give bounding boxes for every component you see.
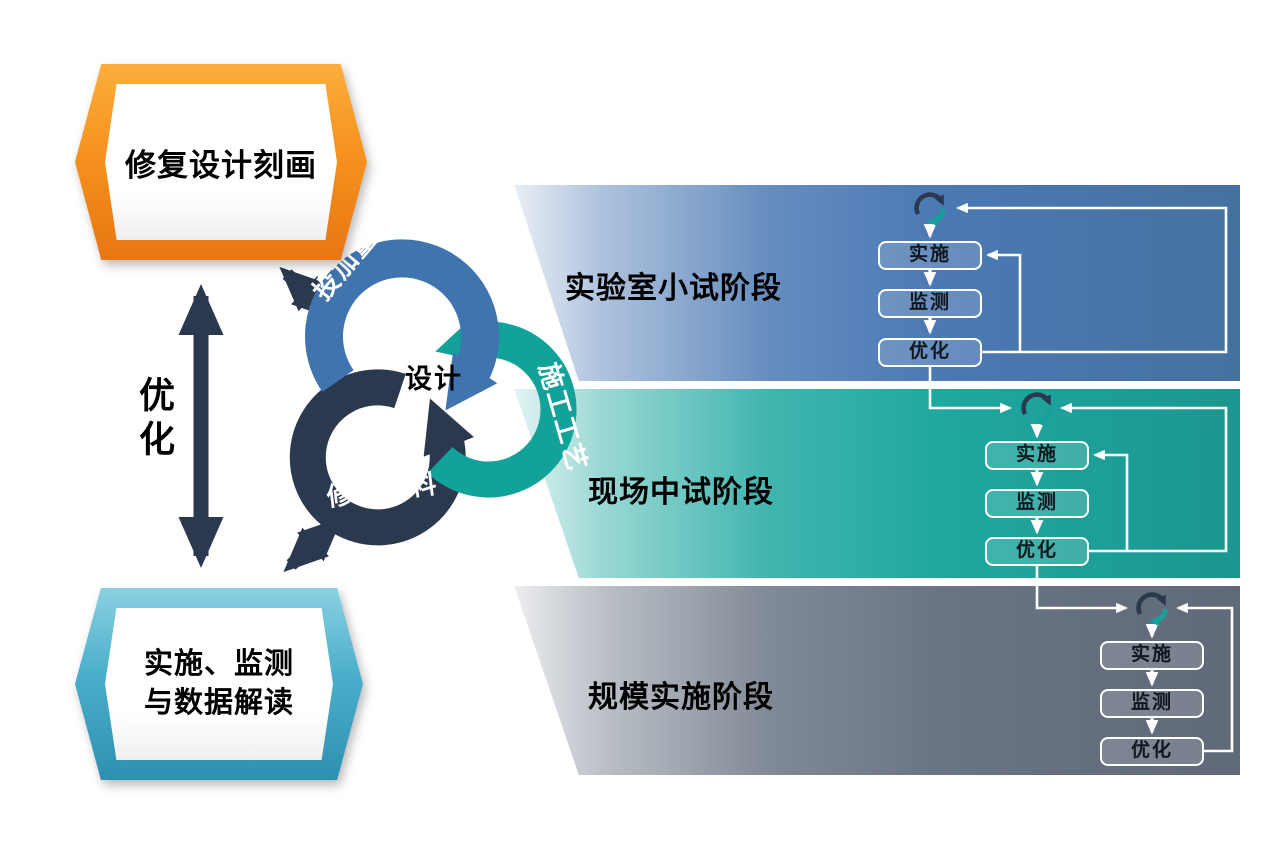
- stage2-cycle-icon: [1021, 392, 1053, 426]
- stage-label-full-scale: 规模实施阶段: [588, 681, 774, 714]
- implementation-monitoring-label-line2: 与数据解读: [143, 687, 294, 719]
- stage-band-pilot-test: 现场中试阶段: [514, 389, 1240, 578]
- stage-label-lab-test: 实验室小试阶段: [565, 272, 782, 305]
- dosage-arc-icon: [305, 239, 499, 411]
- implementation-monitoring-box: 实施、监测 与数据解读: [75, 588, 363, 780]
- process-arc-icon: [427, 311, 577, 498]
- stage-band-lab-test: 实验室小试阶段: [514, 185, 1240, 381]
- stage-band-full-scale: 规模实施阶段: [514, 586, 1240, 775]
- stage3-step-implement: 实施: [1100, 641, 1204, 670]
- stage2-step-monitor: 监测: [985, 489, 1089, 518]
- stage3-step-optimize: 优化: [1100, 737, 1204, 766]
- material-arc-icon: [289, 369, 474, 546]
- stage1-step-optimize: 优化: [878, 338, 982, 367]
- implementation-monitoring-label-line1: 实施、监测: [143, 647, 294, 680]
- remediation-design-box: 修复设计刻画: [75, 64, 367, 260]
- stage1-step-monitor: 监测: [878, 289, 982, 318]
- stage1-step-implement: 实施: [878, 241, 982, 270]
- design-cycle: 投加量 施工工艺 修复材料 设计: [289, 222, 593, 546]
- optimize-label: 优化: [134, 376, 175, 464]
- implementation-monitoring-inner: 实施、监测 与数据解读: [105, 608, 333, 760]
- design-link-bottom-arrow-icon: [283, 516, 343, 573]
- stage1-flow-connectors: [923, 202, 1228, 354]
- stage3-flow-connectors: [1035, 566, 1234, 753]
- stage2-step-optimize: 优化: [985, 537, 1089, 566]
- stage3-step-monitor: 监测: [1100, 689, 1204, 718]
- design-center-label: 设计: [405, 364, 463, 394]
- remediation-design-inner: 修复设计刻画: [105, 84, 337, 240]
- stage1-cycle-icon: [914, 192, 946, 226]
- stage-label-pilot-test: 现场中试阶段: [588, 476, 774, 509]
- remediation-design-label: 修复设计刻画: [125, 147, 317, 183]
- stage2-step-implement: 实施: [985, 441, 1089, 470]
- stage2-flow-connectors: [928, 367, 1228, 553]
- stage3-cycle-icon: [1136, 592, 1168, 626]
